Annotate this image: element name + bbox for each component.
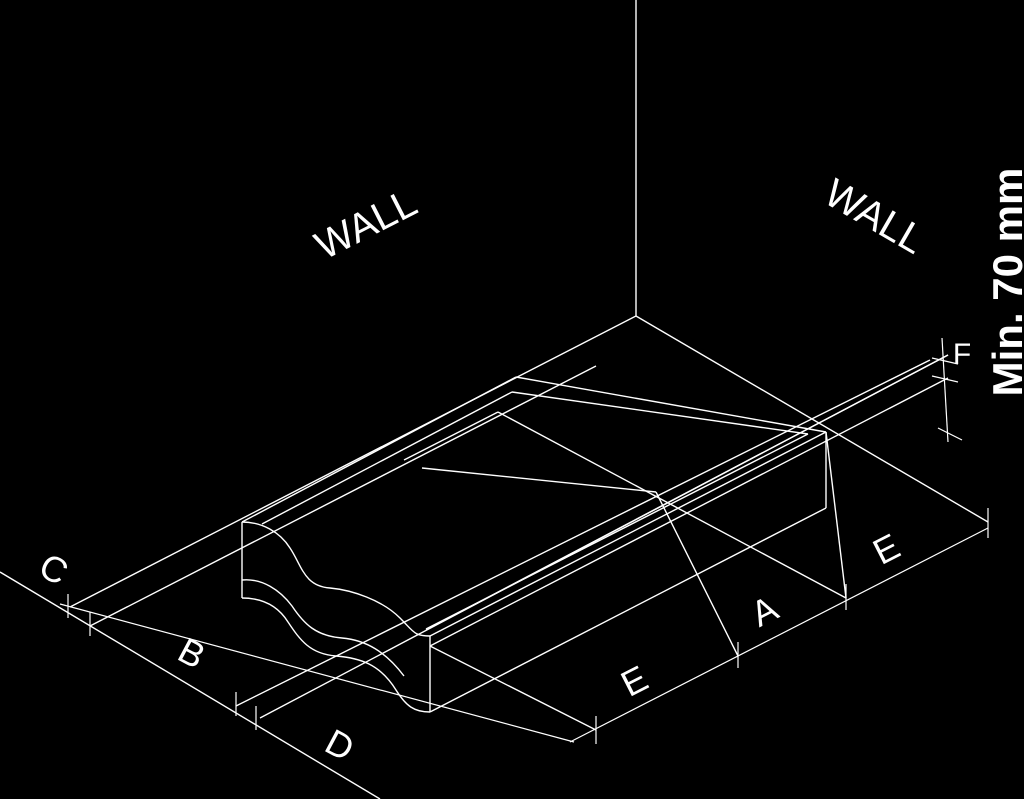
min-height-label: Min. 70 mm [984, 168, 1024, 397]
tray-block [241, 354, 949, 713]
dim-label-d: D [319, 721, 361, 769]
wall-label-right: WALL [817, 171, 932, 263]
dim-label-e-front: E [614, 657, 654, 704]
dim-label-e-right: E [866, 525, 906, 572]
dim-label-c: C [33, 545, 75, 593]
dimension-lines [59, 337, 989, 744]
wall-corner [69, 0, 989, 608]
dim-label-a: A [744, 587, 784, 634]
guide-lines [0, 354, 949, 799]
wall-label-left: WALL [308, 180, 424, 268]
dim-label-b: B [172, 629, 212, 676]
dim-label-f: F [953, 338, 971, 371]
